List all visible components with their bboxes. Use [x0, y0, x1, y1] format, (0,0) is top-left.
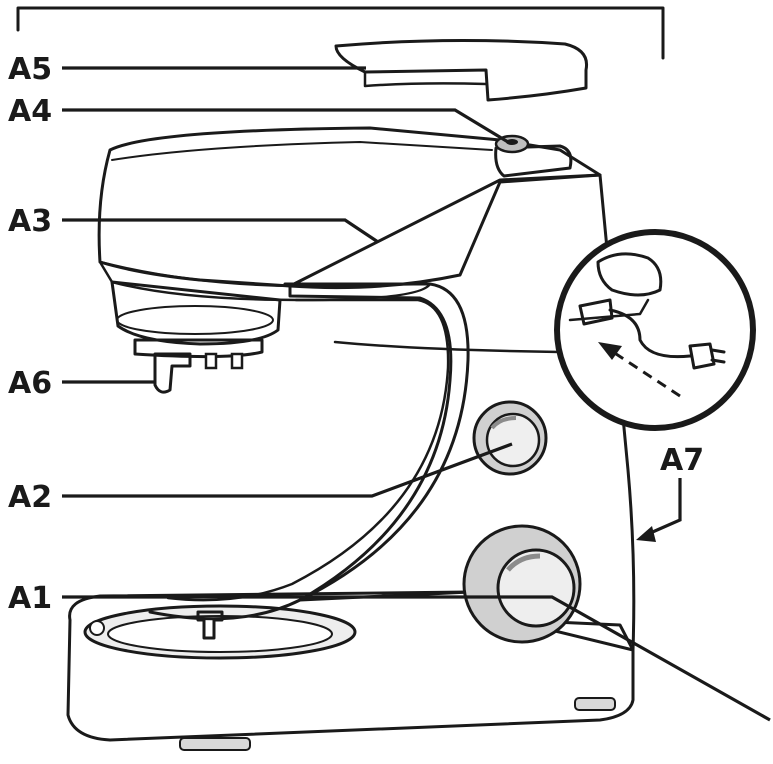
inset-plug [578, 298, 614, 326]
head [97, 126, 602, 290]
leader-a7-arrowhead [636, 526, 656, 542]
leader-a7 [647, 478, 682, 536]
release-button-highlight [490, 416, 517, 430]
outlet-cover-edge [363, 70, 488, 88]
label-a2: A2 [8, 480, 52, 515]
outlet-cover [334, 38, 589, 102]
mixer-illustration [66, 38, 636, 751]
inset-socket [596, 252, 663, 297]
inset-body-edge [568, 298, 650, 322]
inset-circle [554, 229, 756, 431]
outlet-housing [494, 144, 573, 178]
dough-hook [153, 352, 192, 394]
inset-plug-head [688, 342, 716, 370]
inset-plug-pin [710, 348, 726, 364]
inset-cable [608, 308, 692, 359]
label-a3: A3 [8, 204, 52, 239]
inset-arrow-dashed [609, 348, 681, 398]
leader-a1 [62, 595, 771, 722]
label-a1: A1 [8, 581, 52, 616]
label-a4: A4 [8, 94, 52, 129]
label-a5: A5 [8, 52, 52, 87]
bowl-plate-inner [107, 615, 333, 653]
hook-pin-2 [230, 352, 244, 370]
planetary-hub-ring [116, 305, 274, 335]
head-top-ridge [111, 141, 493, 161]
speed-knob-highlight [506, 553, 541, 572]
leader-a4 [62, 108, 509, 144]
base-foot-left [179, 737, 251, 751]
bowl-lock [196, 610, 224, 640]
release-button [485, 412, 541, 468]
label-a6: A6 [8, 366, 52, 401]
leader-a2 [62, 442, 513, 498]
bowl-plate-notch [89, 620, 105, 636]
hook-pin-1 [204, 352, 218, 370]
planetary-hub-bottom [133, 338, 264, 359]
head-underside [98, 260, 432, 302]
arm-outline-outer [148, 282, 470, 621]
label-a7: A7 [660, 443, 704, 478]
base-foot-right [574, 697, 616, 711]
planetary-hub [110, 280, 282, 346]
top-bracket-line [16, 6, 665, 60]
cord-line [333, 340, 562, 354]
outlet-knob-center [506, 139, 518, 145]
leader-lines [62, 66, 771, 722]
leader-a3 [62, 218, 379, 244]
inset-detail [554, 229, 756, 431]
speed-knob [496, 548, 576, 628]
inset-arrow-head [598, 342, 622, 360]
